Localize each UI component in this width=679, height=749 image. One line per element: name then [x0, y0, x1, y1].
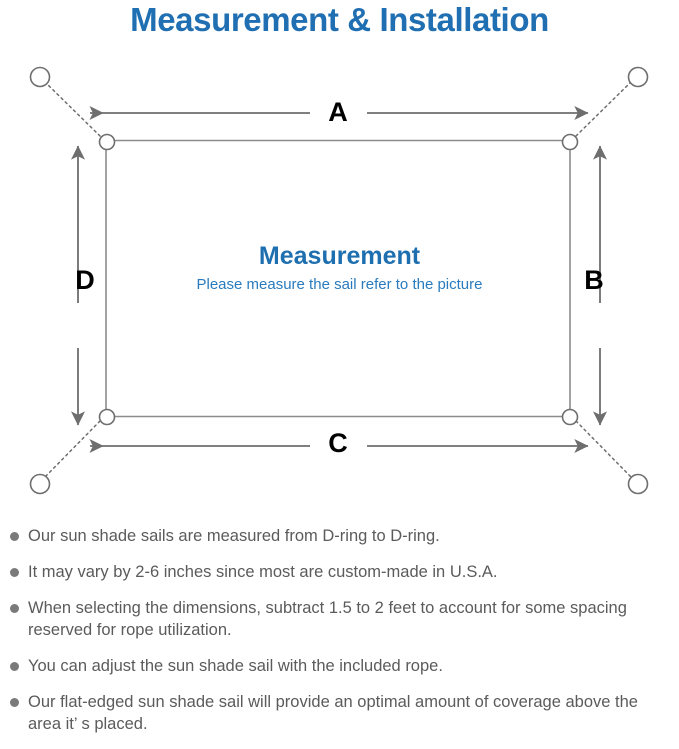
bullet-icon — [10, 698, 19, 707]
note-text: When selecting the dimensions, subtract … — [28, 599, 627, 639]
rope-top-left — [43, 80, 101, 137]
anchor-top-right — [627, 66, 649, 88]
rope-bottom-right — [575, 420, 633, 479]
bullet-icon — [10, 532, 19, 541]
note-text: Our sun shade sails are measured from D-… — [28, 527, 440, 545]
page-title: Measurement & Installation — [130, 1, 549, 38]
d-ring-top-right — [561, 133, 579, 151]
sail-body — [105, 139, 571, 418]
d-ring-bottom-left — [98, 408, 116, 426]
list-item: It may vary by 2-6 inches since most are… — [0, 561, 679, 583]
d-ring-top-left — [98, 133, 116, 151]
list-item: Our sun shade sails are measured from D-… — [0, 525, 679, 547]
bullet-icon — [10, 604, 19, 613]
bullet-icon — [10, 568, 19, 577]
list-item: When selecting the dimensions, subtract … — [0, 597, 679, 641]
rope-top-right — [575, 80, 633, 137]
notes-list: Our sun shade sails are measured from D-… — [0, 525, 679, 749]
anchor-top-left — [29, 66, 51, 88]
anchor-bottom-right — [627, 473, 649, 495]
rope-bottom-left — [43, 420, 101, 479]
note-text: Our flat-edged sun shade sail will provi… — [28, 693, 638, 733]
list-item: Our flat-edged sun shade sail will provi… — [0, 691, 679, 735]
list-item: You can adjust the sun shade sail with t… — [0, 655, 679, 677]
dimension-label-d: D — [75, 265, 95, 295]
note-text: It may vary by 2-6 inches since most are… — [28, 563, 498, 581]
dimension-label-b: B — [584, 265, 604, 295]
sail-center-subtext: Please measure the sail refer to the pic… — [196, 276, 483, 293]
bullet-icon — [10, 662, 19, 671]
sun-shade-sail-measurement-diagram — [0, 48, 679, 513]
note-text: You can adjust the sun shade sail with t… — [28, 657, 443, 675]
dimension-label-a: A — [328, 97, 348, 127]
d-ring-bottom-right — [561, 408, 579, 426]
dimension-label-c: C — [328, 428, 348, 458]
sail-center-heading: Measurement — [258, 242, 421, 270]
anchor-bottom-left — [29, 473, 51, 495]
